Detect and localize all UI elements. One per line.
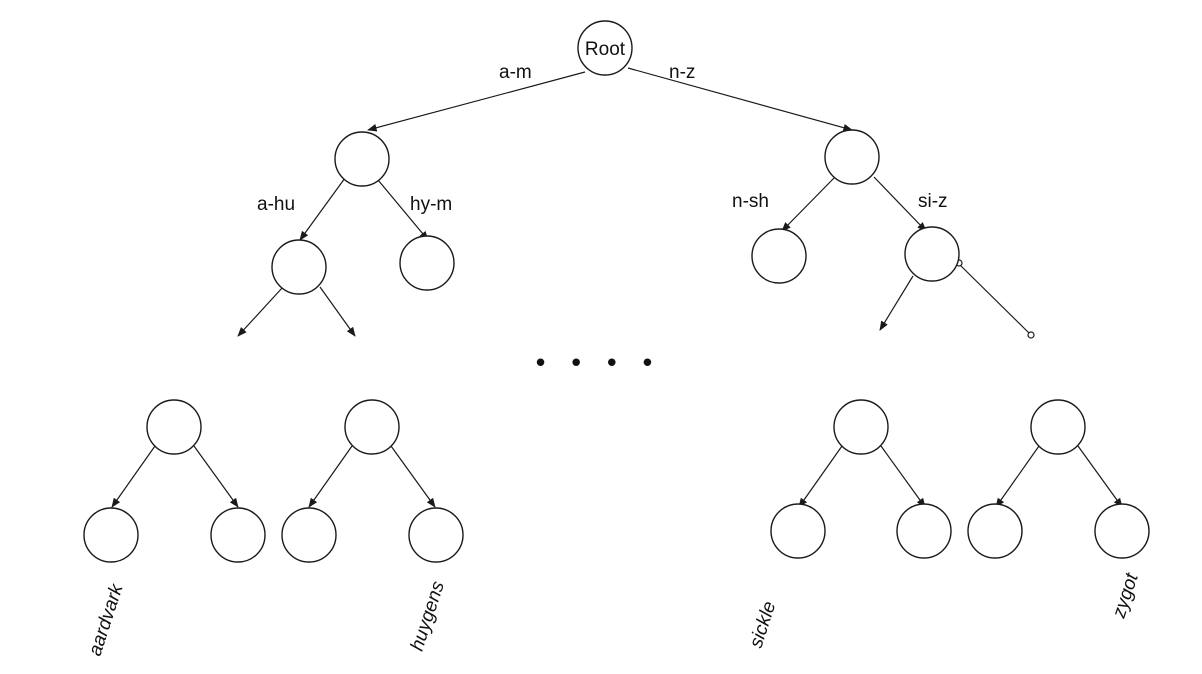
node-a-m [334,131,390,187]
node-n-z [824,129,880,185]
edge-sub3-right [880,445,926,508]
edge-sub4-right [1077,445,1123,508]
subtree-2-parent [344,399,400,455]
subtree-3-parent [833,399,889,455]
edge-ahu-right [319,286,356,337]
node-si-z [904,226,960,282]
node-n-sh [751,228,807,284]
edge-siz-right [958,263,1030,334]
edges-level-1 [299,176,927,241]
edge-label-a-hu: a-hu [257,194,295,215]
edge-am-right [377,179,429,241]
edge-ahu-left [237,286,284,337]
edges-bottom [111,445,1123,508]
edge-sub2-right [390,445,436,508]
leaf-node-3 [281,507,337,563]
edge-label-n-z: n-z [669,62,695,83]
nodes [83,20,1150,563]
leaf-node-2 [210,507,266,563]
leaf-label-zygot: zygot [1108,570,1143,621]
leaf-label-sickle: sickle [746,599,781,651]
edge-label-hy-m: hy-m [410,194,452,215]
edge-sub2-left [308,445,353,508]
node-a-hu [271,239,327,295]
node-hy-m [399,235,455,291]
root-label: Root [585,39,626,60]
edge-label-n-sh: n-sh [732,191,769,212]
edge-sub3-left [798,445,843,508]
leaf-node-huygens [408,507,464,563]
edge-nz-left [781,176,836,232]
edge-sub1-right [193,445,239,508]
ellipsis: • • • • [533,349,661,379]
subtree-4-parent [1030,399,1086,455]
leaf-node-aardvark [83,507,139,563]
leaf-node-zygot [1094,503,1150,559]
leaf-node-6 [896,503,952,559]
leaf-label-huygens: huygens [407,578,449,653]
edges-level-2 [237,259,1035,339]
leaf-node-sickle [770,503,826,559]
edge-sub4-left [995,445,1040,508]
edge-label-a-m: a-m [499,62,532,83]
root-node [577,20,633,76]
edge-root-left [367,71,586,132]
edge-end-marker [1027,331,1035,339]
leaf-node-7 [967,503,1023,559]
edges-level-0 [367,67,853,132]
edge-nz-right [873,176,927,232]
edge-siz-left [879,275,914,331]
edge-am-left [299,177,346,241]
leaf-label-aardvark: aardvark [85,580,128,658]
edge-root-right [627,67,853,132]
edge-sub1-left [111,445,156,508]
subtree-1-parent [146,399,202,455]
edge-label-si-z: si-z [918,191,948,212]
